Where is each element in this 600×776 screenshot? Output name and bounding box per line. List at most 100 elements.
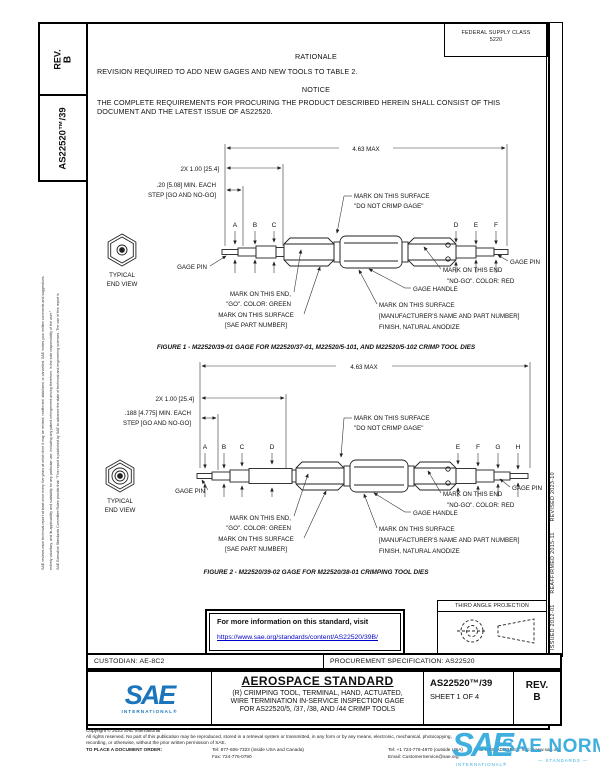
svg-text:2X 1.00 [25.4]: 2X 1.00 [25.4] (155, 396, 194, 403)
fig1-end-view-label-2: END VIEW (107, 281, 138, 288)
fsc-box: FEDERAL SUPPLY CLASS 5220 (444, 22, 548, 57)
revision-history: ISSUED 2012-01 REAFFIRMED 2015-11 REVISE… (550, 472, 556, 650)
svg-text:B: B (253, 222, 258, 229)
rationale-heading: RATIONALE (294, 52, 337, 61)
title-block-row1: CUSTODIAN: AE-8C2 PROCUREMENT SPECIFICAT… (86, 653, 562, 670)
fsc-line2: 5220 (489, 37, 503, 43)
revision-value: B (533, 692, 541, 703)
fig2-end-view-label-2: END VIEW (105, 507, 136, 514)
document-title-line1: (R) CRIMPING TOOL, TERMINAL, HAND, ACTUA… (232, 690, 403, 697)
doc-number-vertical: AS22520™/39 (57, 106, 69, 170)
fsc-line1: FEDERAL SUPPLY CLASS (461, 30, 531, 36)
fig1-end-view-label-1: TYPICAL (109, 272, 135, 279)
document-number-cell: AS22520™/39 SHEET 1 OF 4 (424, 672, 514, 724)
svg-text:C: C (240, 444, 245, 451)
doc-number-box: AS22520™/39 (38, 94, 88, 182)
svg-text:A: A (233, 222, 238, 229)
svg-text:FINISH, NATURAL ANODIZE: FINISH, NATURAL ANODIZE (379, 548, 460, 555)
svg-text:"DO NOT CRIMP GAGE": "DO NOT CRIMP GAGE" (354, 203, 424, 210)
svg-text:STEP [GO AND NO-GO]: STEP [GO AND NO-GO] (123, 420, 191, 427)
watermark-sae-logo-icon: SAE (452, 726, 514, 763)
sheet-number: SHEET 1 OF 4 (430, 692, 480, 701)
svg-text:E: E (474, 222, 479, 229)
rev-value: B (62, 55, 74, 63)
svg-text:4.63 MAX: 4.63 MAX (350, 364, 377, 371)
projection-title: THIRD ANGLE PROJECTION (438, 601, 546, 612)
document-type: AEROSPACE STANDARD (241, 674, 394, 688)
svg-text:"GO". COLOR: GREEN: "GO". COLOR: GREEN (226, 301, 291, 308)
sae-logo-text: SAE (124, 679, 177, 710)
svg-text:[MANUFACTURER'S NAME AND PART: [MANUFACTURER'S NAME AND PART NUMBER] (379, 313, 520, 320)
svg-text:.20 [5.08] MIN. EACH: .20 [5.08] MIN. EACH (157, 182, 217, 189)
svg-text:2X 1.00 [25.4]: 2X 1.00 [25.4] (180, 166, 219, 173)
figure1-caption: FIGURE 1 - M22520/39-01 GAGE FOR M22520/… (157, 344, 476, 351)
svg-text:MARK ON THIS SURFACE: MARK ON THIS SURFACE (379, 526, 455, 533)
fig2-pin-letters: A B C D E F G H (203, 444, 521, 497)
sae-logo: SAE INTERNATIONAL® (88, 672, 212, 724)
procurement-spec: PROCUREMENT SPECIFICATION: AS22520 (330, 658, 475, 665)
boilerplate-line-3: SAE reviews each technical report at lea… (41, 275, 45, 570)
svg-text:MARK ON THIS END,: MARK ON THIS END, (230, 515, 291, 522)
svg-text:GAGE HANDLE: GAGE HANDLE (413, 510, 458, 517)
fig2-gage-body (196, 459, 529, 493)
sae-logo-subtext: INTERNATIONAL® (121, 708, 178, 714)
fig2-end-view-label-1: TYPICAL (107, 498, 133, 505)
svg-text:F: F (494, 222, 498, 229)
svg-text:.188 [4.775] MIN. EACH: .188 [4.775] MIN. EACH (125, 410, 191, 417)
document-title-line2: WIRE TERMINATION IN-SERVICE INSPECTION G… (230, 698, 405, 706)
svg-text:STEP [GO AND NO-GO]: STEP [GO AND NO-GO] (148, 192, 216, 199)
fig2-end-view-icon (105, 459, 135, 493)
info-box: For more information on this standard, v… (205, 609, 405, 655)
watermark-sub-left: INTERNATIONAL® (456, 762, 507, 767)
svg-text:GAGE HANDLE: GAGE HANDLE (413, 286, 458, 293)
svg-text:MARK ON THIS END: MARK ON THIS END (443, 491, 503, 498)
notice-body: THE COMPLETE REQUIREMENTS FOR PROCURING … (97, 98, 501, 116)
svg-text:D: D (454, 222, 459, 229)
fig1-pin-letters: A B C D E F (233, 222, 498, 273)
fig1-dim-2x: 2X 1.00 [25.4] (180, 164, 284, 246)
svg-text:D: D (270, 444, 275, 451)
revision-cell: REV. B (514, 672, 560, 724)
svg-text:C: C (272, 222, 277, 229)
rights-line1: All rights reserved. No part of this pub… (86, 734, 452, 739)
watermark-name: SAE NORM (502, 736, 600, 757)
svg-text:"DO NOT CRIMP GAGE": "DO NOT CRIMP GAGE" (354, 425, 424, 432)
svg-text:[MANUFACTURER'S NAME AND PART: [MANUFACTURER'S NAME AND PART NUMBER] (379, 537, 520, 544)
svg-text:"NO-GO". COLOR: RED: "NO-GO". COLOR: RED (447, 278, 515, 285)
svg-text:"GO". COLOR: GREEN: "GO". COLOR: GREEN (226, 525, 291, 532)
title-block-row2: SAE INTERNATIONAL® AEROSPACE STANDARD (R… (86, 670, 562, 726)
boilerplate-line-1: SAE Executive Standards Committee Rules … (56, 293, 60, 570)
svg-text:E: E (456, 444, 461, 451)
tel-outside: Tel: +1 724-776-4970 (outside USA) (388, 747, 463, 752)
svg-text:MARK ON THIS SURFACE: MARK ON THIS SURFACE (379, 302, 455, 309)
order-label: TO PLACE A DOCUMENT ORDER: (86, 747, 163, 752)
svg-text:F: F (476, 444, 480, 451)
fig1-dim-step: .20 [5.08] MIN. EACH STEP [GO AND NO-GO] (148, 182, 244, 246)
fig2-dim-2x: 2X 1.00 [25.4] (155, 394, 287, 468)
fig2-dim-overall: 4.63 MAX (199, 362, 531, 468)
standard-link[interactable]: https://www.sae.org/standards/content/AS… (217, 634, 378, 641)
notice-heading: NOTICE (301, 85, 331, 94)
svg-text:"NO-GO". COLOR: RED: "NO-GO". COLOR: RED (447, 502, 515, 509)
fig2-dim-step: .188 [4.775] MIN. EACH STEP [GO AND NO-G… (123, 410, 219, 470)
copyright-line: Copyright © 2023 SAE International (86, 728, 161, 733)
svg-text:[SAE PART NUMBER]: [SAE PART NUMBER] (225, 546, 287, 553)
fig1-end-view-icon (107, 233, 137, 267)
custodian: CUSTODIAN: AE-8C2 (88, 655, 324, 668)
rationale-body: REVISION REQUIRED TO ADD NEW GAGES AND N… (97, 67, 358, 76)
svg-text:GAGE PIN: GAGE PIN (175, 488, 205, 495)
document-title-cell: AEROSPACE STANDARD (R) CRIMPING TOOL, TE… (212, 672, 424, 724)
rev-label: REV. (52, 48, 63, 70)
fig1-callouts: GAGE PIN GAGE PIN MARK ON THIS SURFACE "… (177, 193, 540, 331)
svg-text:4.63 MAX: 4.63 MAX (352, 146, 379, 153)
fax-number: Fax: 724-776-0790 (212, 754, 252, 759)
svg-text:A: A (203, 444, 208, 451)
boilerplate-line-2: entirely voluntary, and its applicabilit… (49, 310, 53, 570)
svg-text:MARK ON THIS SURFACE: MARK ON THIS SURFACE (218, 536, 294, 543)
web-address: SAE WEB ADDRESS: http://www.sae.org (474, 747, 561, 752)
watermark-sub-right: — STANDARDS — (538, 758, 589, 763)
revision-label: REV. (525, 680, 549, 691)
fig2-callouts: GAGE PIN GAGE PIN MARK ON THIS SURFACE "… (175, 415, 542, 555)
figure1-drawing: 4.63 MAX 2X 1.00 [25.4] .20 [5.08] MIN. … (107, 144, 540, 351)
svg-text:MARK ON THIS SURFACE: MARK ON THIS SURFACE (218, 312, 294, 319)
